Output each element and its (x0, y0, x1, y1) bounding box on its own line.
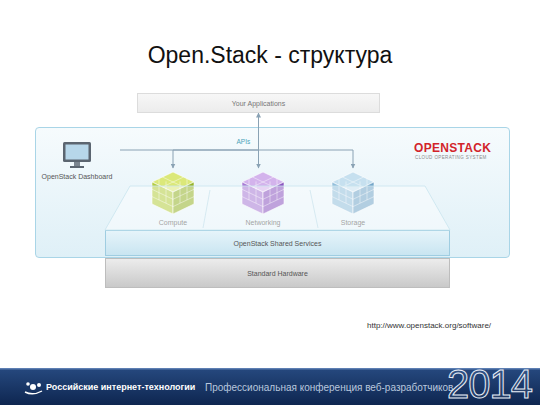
organizer-name: Российские интернет-технологии (46, 382, 195, 392)
node-label: OpenStack Shared Services (234, 240, 322, 247)
api-connector (120, 113, 259, 150)
api-connector (258, 113, 259, 168)
node-label: Standard Hardware (247, 270, 308, 277)
compute-node: Compute (145, 168, 201, 228)
cube-icon (330, 170, 376, 216)
hardware-band: Standard Hardware (105, 258, 450, 288)
source-url: http://www.openstack.org/software/ (367, 321, 491, 330)
monitor-icon (61, 140, 93, 170)
storage-node: Storage (325, 168, 381, 228)
api-connector (173, 113, 259, 168)
node-label: Networking (245, 219, 280, 226)
dashboard-node: OpenStack Dashboard (34, 138, 120, 182)
node-label: Your Applications (232, 100, 285, 107)
applications-box: Your Applications (137, 93, 380, 113)
conference-name: Профессиональная конференция веб-разрабо… (205, 382, 453, 393)
api-connector (259, 113, 354, 168)
networking-node: Networking (235, 168, 291, 228)
footer-logo (25, 382, 42, 394)
openstack-band: OPENSTACKCLOUD OPERATING SYSTEM OpenStack… (35, 127, 510, 258)
node-subtitle: CLOUD OPERATING SYSTEM (415, 155, 487, 160)
node-label: Compute (159, 219, 187, 226)
cube-icon (240, 170, 286, 216)
shared-services-band: OpenStack Shared Services (105, 230, 450, 256)
slide-title: Open.Stack - структура (0, 42, 540, 69)
year-mark: 2014 (447, 362, 532, 405)
node-label: OPENSTACK (414, 141, 491, 155)
edge-label: APIs (237, 138, 251, 145)
cube-icon (150, 170, 196, 216)
node-label: Storage (341, 219, 366, 226)
node-label: OpenStack Dashboard (42, 173, 113, 180)
